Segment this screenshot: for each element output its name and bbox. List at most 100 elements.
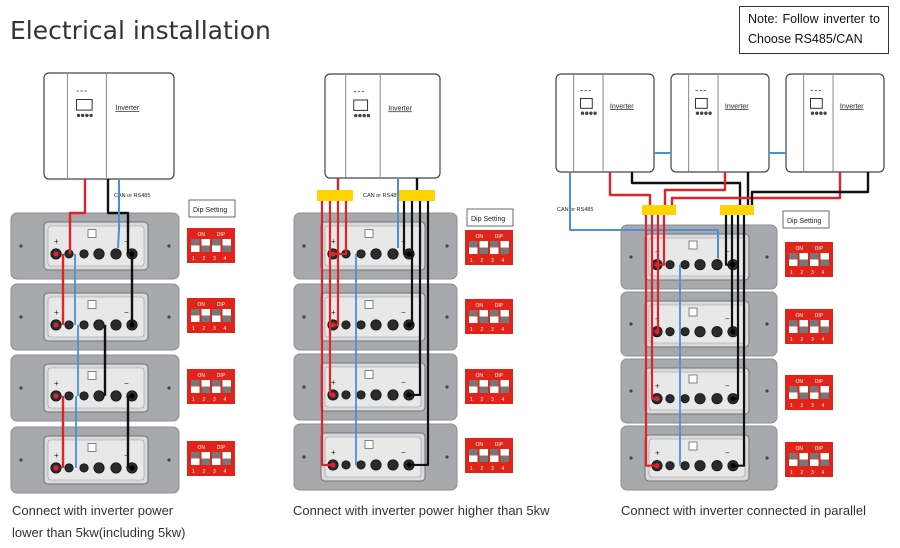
inverter-button [580, 111, 585, 115]
inverter-display [76, 99, 93, 111]
battery-plus-label: + [655, 382, 660, 391]
dip-number: 4 [502, 466, 505, 472]
dip-dip-label: DIP [495, 442, 504, 448]
cable-end [654, 463, 660, 469]
note-word: Follow [782, 12, 819, 26]
dip-number: 4 [822, 337, 825, 343]
battery-switch [688, 240, 698, 250]
inverter-display [353, 99, 369, 111]
dip-number: 2 [801, 470, 804, 476]
positive-cable [333, 201, 348, 256]
cable-end [654, 329, 660, 335]
dip-toggle [191, 239, 200, 246]
battery-terminal [110, 462, 122, 474]
inverter-button [76, 113, 81, 118]
battery-terminal [387, 459, 399, 471]
dip-number: 1 [192, 397, 195, 403]
inverter-display [580, 98, 593, 109]
comm-label: CAN or RS485 [114, 193, 150, 199]
inverter-display [810, 98, 823, 109]
inverter-label: Inverter [725, 103, 749, 110]
battery-terminal [694, 326, 706, 338]
battery-terminal [93, 390, 105, 402]
inverter-button [810, 111, 815, 115]
battery-terminal [680, 260, 690, 270]
dip-dip-label: DIP [217, 445, 226, 451]
dip-toggle [810, 386, 819, 393]
battery-terminal [356, 460, 366, 470]
caption-right: Connect with inverter connected in paral… [621, 503, 866, 518]
battery-terminal [387, 248, 399, 260]
dip-toggle [799, 259, 808, 266]
dip-toggle [810, 320, 819, 327]
battery-minus-label: − [124, 451, 129, 460]
positive-busbar [642, 205, 676, 215]
dip-on-label: ON [476, 373, 484, 379]
dip-setting-box [188, 199, 236, 218]
dip-number: 4 [224, 256, 227, 262]
battery-minus-label: − [124, 237, 129, 246]
battery-module: +− [620, 224, 778, 290]
dip-setting-box [466, 208, 514, 227]
battery-terminal [665, 461, 675, 471]
inverter-button [815, 111, 819, 115]
dip-toggle [201, 458, 210, 465]
battery-terminal [110, 248, 122, 260]
battery-module: +− [10, 354, 180, 422]
dip-toggle [469, 380, 478, 387]
dip-number: 2 [203, 397, 206, 403]
inverter: Inverter [555, 73, 655, 173]
caption-left-line-2: lower than 5kw(including 5kw) [12, 525, 186, 540]
positive-cable [656, 215, 660, 333]
inverter-button [366, 113, 371, 118]
battery-terminal [680, 327, 690, 337]
dip-dip-label: DIP [815, 246, 824, 252]
dip-toggle [479, 455, 488, 462]
battery-screw [445, 455, 449, 459]
battery-plus-label: + [54, 379, 59, 388]
battery-plus-label: + [655, 449, 660, 458]
dip-toggle [479, 316, 488, 323]
negative-cable [750, 172, 870, 205]
battery-screw [167, 458, 171, 462]
dip-dip-label: DIP [217, 232, 226, 238]
battery-screw [765, 322, 769, 326]
negative-cable [409, 201, 430, 467]
battery-minus-label: − [401, 378, 406, 387]
battery-switch [688, 441, 698, 451]
battery-terminal [64, 391, 74, 401]
dip-toggle [500, 455, 509, 462]
battery-terminal [387, 319, 399, 331]
caption-left-line-1: Connect with inverter power [12, 503, 174, 518]
dip-setting-label: Dip Setting [193, 207, 227, 214]
note-box: Note: Follow inverter to Choose RS485/CA… [739, 6, 889, 54]
dip-toggle [469, 449, 478, 456]
dip-number: 3 [491, 466, 494, 472]
inverter-button [362, 113, 366, 118]
battery-terminal [711, 259, 723, 271]
inverter-button [81, 113, 85, 118]
battery-terminal [341, 320, 351, 330]
battery-minus-label: − [725, 449, 730, 458]
dip-number: 1 [790, 470, 793, 476]
dip-number: 2 [801, 337, 804, 343]
cable-end [654, 262, 660, 268]
dip-toggle [810, 253, 819, 260]
battery-module: +− [293, 423, 458, 491]
battery-module: +− [620, 291, 778, 357]
dip-toggle [222, 245, 231, 252]
cable-end [406, 251, 412, 257]
cable-end [730, 463, 736, 469]
caption-middle: Connect with inverter power higher than … [293, 503, 550, 518]
dip-toggle [820, 392, 829, 399]
dip-toggle [789, 453, 798, 460]
dip-number: 4 [224, 469, 227, 475]
dip-on-label: ON [476, 442, 484, 448]
inverter-button [358, 113, 362, 118]
dip-setting-label: Dip Setting [471, 216, 505, 223]
cable-end [330, 392, 336, 398]
